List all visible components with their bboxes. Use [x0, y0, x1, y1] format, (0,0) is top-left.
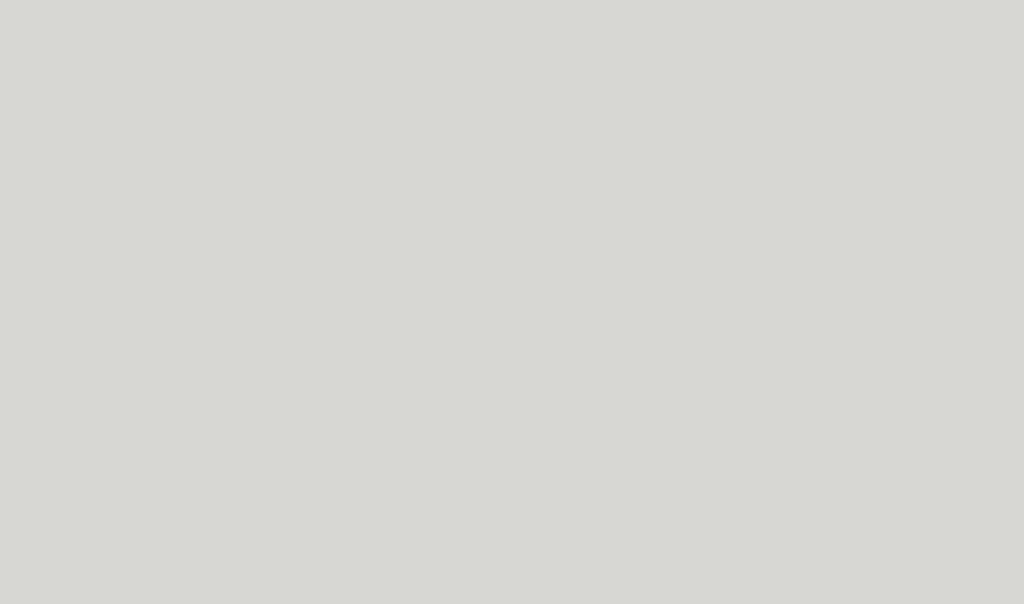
- pcb-photo: [40, 16, 1024, 588]
- pcb-image: [40, 16, 1024, 588]
